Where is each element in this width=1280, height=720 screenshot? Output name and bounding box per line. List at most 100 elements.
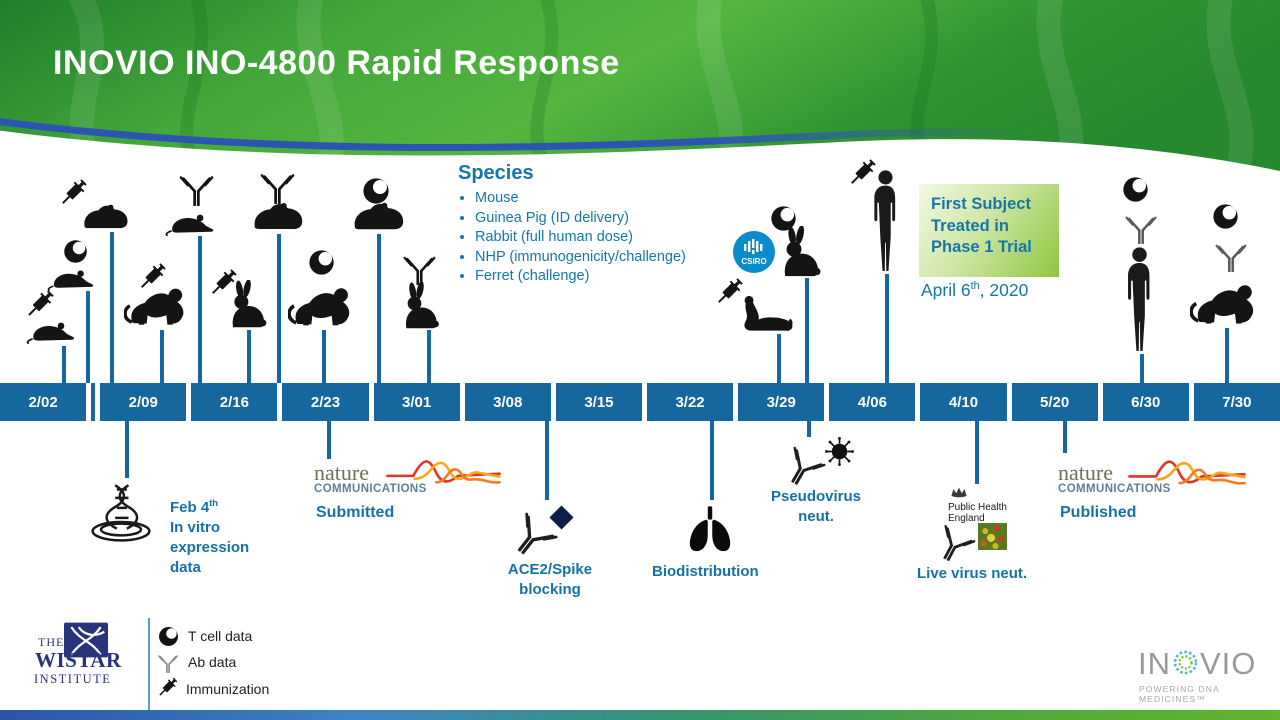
antibody-icon — [1214, 238, 1248, 272]
connector-line — [427, 330, 431, 383]
connector-line — [807, 421, 811, 437]
tcell-icon — [158, 626, 179, 647]
inovio-logo-part2: VIO — [1200, 646, 1257, 681]
monkey-icon — [1190, 272, 1258, 328]
antibody-icon — [178, 169, 215, 206]
antibody-icon — [928, 516, 983, 569]
blue-curve-accent — [0, 118, 1280, 168]
nature-communications-logo: nature COMMUNICATIONS — [1058, 460, 1171, 496]
inovio-wreath-icon — [1173, 650, 1198, 675]
date-superscript: th — [970, 280, 980, 293]
lungs-icon — [682, 505, 738, 555]
wistar-logo-the: THE — [38, 635, 65, 649]
connector-line — [777, 334, 781, 383]
milestone-text-line: blocking — [519, 581, 581, 598]
nature-logo-sub: COMMUNICATIONS — [1058, 483, 1171, 495]
timeline-date: 2/16 — [191, 383, 278, 421]
timeline-date: 2/09 — [100, 383, 187, 421]
inovio-logo-part1: IN — [1138, 646, 1171, 681]
date-superscript: th — [209, 498, 218, 508]
timeline-date: 6/30 — [1102, 383, 1189, 421]
timeline-date: 5/20 — [1011, 383, 1098, 421]
connector-line — [1225, 328, 1229, 383]
milestone-text-line: neut. — [798, 508, 834, 525]
inovio-logo: IN VIO — [1138, 648, 1256, 679]
spike-diamond-icon — [546, 502, 577, 533]
mouse-icon — [47, 266, 95, 291]
connector-line — [247, 330, 251, 383]
connector-line — [327, 421, 331, 459]
tcell-icon — [1212, 203, 1239, 230]
csiro-label: CSIRO — [741, 257, 766, 266]
legend-immunization-label: Immunization — [186, 681, 270, 697]
connector-line — [277, 234, 281, 383]
first-subject-callout: First Subject Treated in Phase 1 Trial — [919, 184, 1059, 277]
timeline-break-marker — [91, 383, 96, 421]
connector-line — [377, 234, 381, 383]
species-item: Mouse — [475, 189, 686, 209]
milestone-text-line: expression — [170, 539, 250, 556]
timeline-date: 2/23 — [282, 383, 369, 421]
nature-communications-logo: nature COMMUNICATIONS — [314, 462, 427, 496]
human-icon — [866, 170, 905, 274]
species-item: Guinea Pig (ID delivery) — [475, 209, 686, 229]
nature-waves-icon — [386, 452, 501, 494]
ferret-icon — [737, 289, 795, 334]
header-background-art — [0, 0, 1280, 199]
species-item: Ferret (challenge) — [475, 267, 686, 287]
species-title: Species — [458, 162, 534, 184]
first-subject-line3: Phase 1 Trial — [931, 238, 1032, 256]
nature-waves-icon — [1128, 452, 1246, 495]
csiro-logo: CSIRO — [733, 231, 775, 273]
nature-logo-name: nature — [1058, 460, 1113, 485]
milestone-text-line: Pseudovirus — [770, 488, 862, 505]
timeline-date: 3/08 — [464, 383, 551, 421]
timeline-date: 7/30 — [1193, 383, 1280, 421]
footer-divider — [148, 618, 150, 712]
species-item: NHP (immunogenicity/challenge) — [475, 248, 686, 268]
connector-line — [86, 291, 90, 383]
virus-icon — [824, 436, 855, 467]
rabbit-icon — [400, 282, 441, 330]
first-subject-line2: Treated in — [931, 216, 1009, 235]
connector-line — [160, 330, 164, 383]
monkey-icon — [124, 276, 188, 329]
timeline-date: 3/29 — [738, 383, 825, 421]
connector-line — [545, 421, 549, 500]
milestone-text-line: In vitro — [170, 519, 221, 536]
date-text: April 6 — [921, 280, 971, 300]
phe-line: England — [948, 513, 985, 524]
syringe-icon — [22, 288, 56, 322]
inovio-tagline: POWERING DNA MEDICINES™ — [1139, 684, 1220, 704]
virus-micrograph-image — [978, 523, 1007, 550]
milestone-live-virus-label: Live virus neut. — [917, 565, 1028, 582]
milestone-text-line: ACE2/Spike — [507, 561, 593, 578]
tcell-icon — [1122, 176, 1149, 203]
milestone-ace2-label: ACE2/Spike blocking — [500, 560, 600, 600]
connector-line — [322, 330, 326, 383]
connector-line — [198, 236, 202, 383]
timeline-date: 3/15 — [555, 383, 642, 421]
connector-line — [1063, 421, 1067, 453]
tcell-icon — [63, 239, 88, 264]
phe-logo: Public Health England — [948, 502, 1007, 524]
milestone-pseudovirus-label: Pseudovirus neut. — [766, 487, 866, 527]
wistar-dna-box-icon — [64, 622, 108, 658]
connector-line — [710, 421, 714, 500]
syringe-icon — [155, 676, 179, 700]
species-legend: Species Mouse Guinea Pig (ID delivery) R… — [458, 162, 686, 287]
rabbit-icon — [227, 280, 268, 329]
date-text: , 2020 — [979, 280, 1029, 300]
guinea-pig-icon — [352, 199, 406, 231]
nature-logo-sub: COMMUNICATIONS — [314, 483, 427, 495]
timeline-date: 3/22 — [646, 383, 734, 421]
milestone-submitted-label: Submitted — [316, 504, 395, 521]
connector-line — [1140, 354, 1144, 383]
date-text: Feb 4 — [170, 499, 210, 516]
species-list: Mouse Guinea Pig (ID delivery) Rabbit (f… — [458, 189, 686, 287]
header-banner: INOVIO INO-4800 Rapid Response — [0, 0, 1280, 199]
guinea-pig-icon — [82, 200, 130, 231]
milestone-invitro-label: Feb 4th In vitro expression data — [170, 493, 249, 578]
mouse-icon — [26, 318, 76, 344]
timeline-date: 3/01 — [373, 383, 460, 421]
